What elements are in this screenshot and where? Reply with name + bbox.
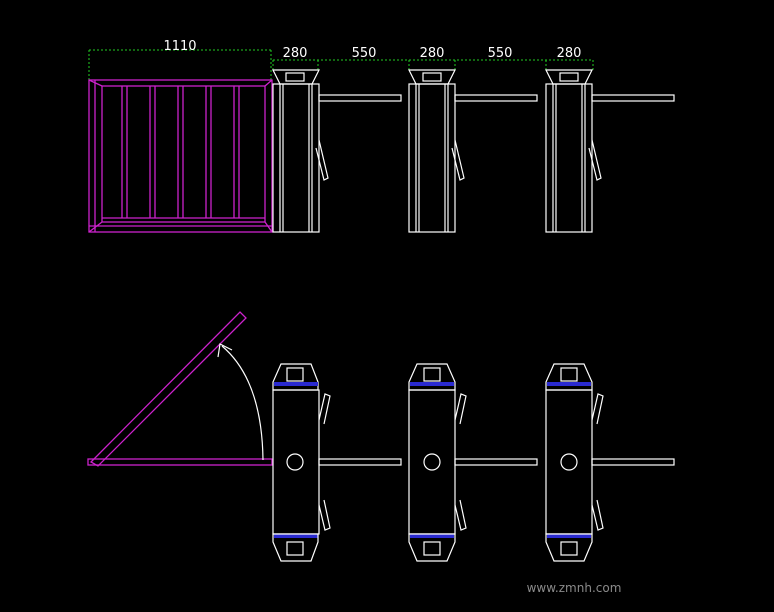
turnstile-plan-2	[408, 363, 538, 562]
dimension-turnstile-2: 280	[420, 46, 445, 61]
dimension-turnstile-3: 280	[557, 46, 582, 61]
swing-gate-plan	[87, 311, 273, 467]
swing-gate-elevation	[88, 79, 273, 233]
turnstile-elevation-3	[545, 69, 675, 233]
turnstile-elevation-2	[408, 69, 538, 233]
dimension-lines	[88, 49, 594, 80]
watermark-text: www.zmnh.com	[527, 581, 622, 595]
turnstile-elevation-1	[272, 69, 402, 233]
swing-arc	[221, 345, 264, 461]
dimension-turnstile-1: 280	[283, 46, 308, 61]
dimension-gap-2: 550	[488, 46, 513, 61]
turnstile-plan-1	[272, 363, 402, 562]
turnstile-plan-3	[545, 363, 675, 562]
dimension-gap-1: 550	[352, 46, 377, 61]
dimension-gate-width: 1110	[163, 39, 196, 54]
swing-arrow	[217, 343, 233, 358]
